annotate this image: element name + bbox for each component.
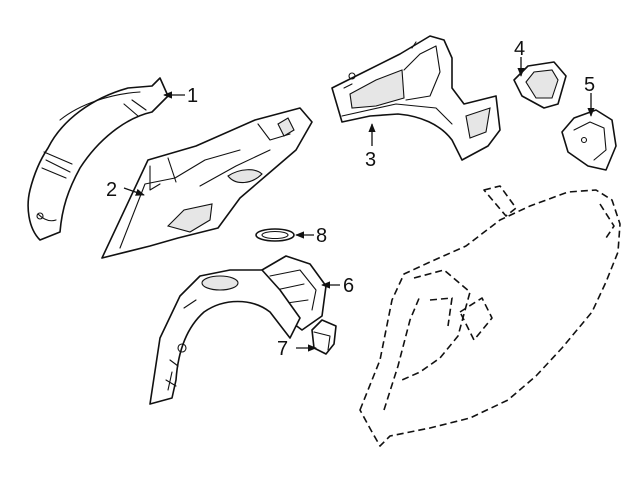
callout-4: 4 — [514, 38, 525, 60]
part-fuel-door — [561, 109, 617, 171]
leader-lines — [123, 57, 595, 352]
callout-2: 2 — [106, 179, 117, 201]
quarter-panel-outline — [359, 185, 621, 447]
part-inner-wheelhouse — [149, 269, 301, 405]
part-quarter-trim-panel — [101, 107, 313, 259]
part-quarter-inner-panel — [331, 35, 501, 161]
part-wheelhouse-liner — [27, 77, 169, 241]
part-fuel-door-housing — [513, 61, 567, 109]
callout-6: 6 — [343, 275, 354, 297]
callout-3: 3 — [365, 149, 376, 171]
callout-5: 5 — [584, 74, 595, 96]
callout-7: 7 — [277, 338, 288, 360]
callout-1: 1 — [187, 85, 198, 107]
leader-2 — [123, 187, 145, 196]
callout-labels: 1 2 3 4 5 6 7 8 — [106, 38, 595, 360]
callout-8: 8 — [316, 225, 327, 247]
part-seal-ring — [255, 228, 295, 242]
part-bracket — [311, 319, 337, 355]
